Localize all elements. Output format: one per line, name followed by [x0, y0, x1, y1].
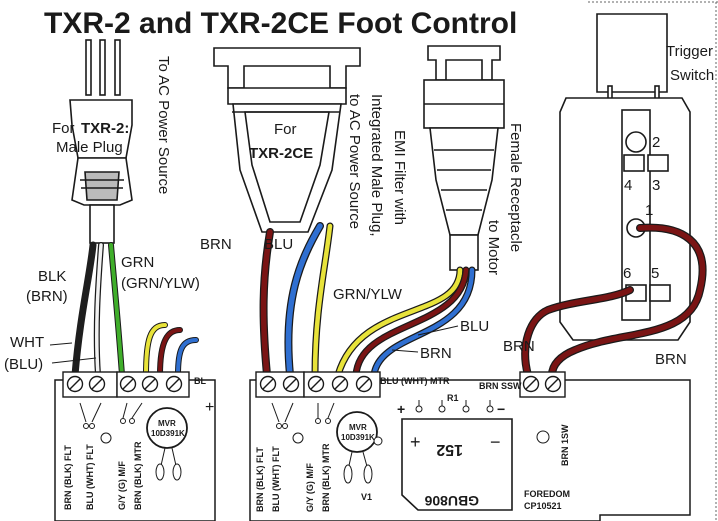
- emi-filter-plug: [213, 47, 361, 233]
- wire-blue-motor: [371, 267, 475, 378]
- wht-leader: [49, 342, 73, 346]
- board-left: MVR 10D391K BL + BRN (BLK) FLT BLU (WHT)…: [54, 371, 216, 521]
- board-right-maker-line1: FOREDOM: [524, 489, 570, 499]
- bridge-plus-inner: +: [410, 432, 421, 452]
- male-plug-for-model: TXR-2:: [81, 120, 129, 137]
- female-receptacle-line2: to Motor: [485, 220, 502, 275]
- bridge-plus-outer: +: [397, 401, 405, 417]
- board-left-plus: +: [205, 399, 214, 416]
- mov-left-line1: MVR: [158, 419, 176, 428]
- mov-right-line1: MVR: [349, 423, 367, 432]
- male-plug: [69, 39, 133, 244]
- brn-motor-label: BRN: [420, 345, 452, 362]
- brn-ce-label: BRN: [200, 236, 232, 253]
- left-cable-wires: [71, 241, 199, 379]
- switch-terminal-6-label: 6: [623, 265, 631, 282]
- emi-label-line2: Integrated Male Plug,: [368, 94, 385, 237]
- switch-terminal-4-label: 4: [624, 177, 632, 194]
- switch-terminal-5-label: 5: [651, 265, 659, 282]
- wire-yellow-ce: [312, 223, 333, 378]
- blu-paren-label: (BLU): [4, 356, 43, 373]
- wire-blue-left-core: [176, 338, 198, 377]
- grn-ylw-paren-label: (GRN/YLW): [121, 275, 200, 292]
- brn-paren-label: (BRN): [26, 288, 68, 305]
- blu-ce-label: BLU: [264, 236, 293, 253]
- wire-black: [71, 241, 97, 379]
- switch-terminal-3-label: 3: [652, 177, 660, 194]
- grn-label: GRN: [121, 254, 154, 271]
- motor-wires: [334, 266, 476, 379]
- bridge-part: GBU806: [424, 493, 479, 509]
- emi-label-line3: to AC Power Source: [346, 94, 363, 229]
- board-right-terminal-2: BLU (WHT) FLT: [271, 446, 281, 512]
- wire-yellow-left-core: [144, 323, 167, 377]
- male-plug-label: Male Plug: [56, 139, 123, 156]
- board-right-maker-line2: CP10521: [524, 501, 562, 511]
- wire-brown-switch-right: [549, 224, 706, 378]
- board-right-brn-1sw: BRN 1SW: [560, 424, 570, 466]
- page-title: TXR-2 and TXR-2CE Foot Control: [44, 7, 517, 40]
- wire-brown-left-core: [158, 328, 182, 377]
- female-receptacle: [423, 45, 505, 271]
- brn-motor-leader: [391, 349, 419, 353]
- wire-yellow-motor: [335, 267, 463, 378]
- blu-paren-leader: [51, 357, 97, 364]
- terminal-3: [647, 154, 669, 172]
- wht-label: WHT: [10, 334, 44, 351]
- board-left-terminal-2: BLU (WHT) FLT: [85, 444, 95, 510]
- wire-brown-ce: [260, 229, 273, 378]
- board-left-terminal-3: G/Y (G) M/F: [117, 461, 127, 510]
- emi-label-line1: EMI Filter with: [391, 130, 408, 225]
- terminal-2: [625, 131, 647, 153]
- wire-brown-switch-left: [522, 287, 633, 378]
- board-right-terminal-4: BRN (BLK) MTR: [321, 443, 331, 512]
- board-left-terminal-4: BRN (BLK) MTR: [133, 441, 143, 510]
- blk-label: BLK: [38, 268, 66, 285]
- wire-white-core: [95, 243, 103, 377]
- txr2ce-for-label: For: [274, 121, 297, 138]
- board-right-terminal-3: G/Y (G) M/F: [305, 463, 315, 512]
- board-right-header-ssw: BRN SSW: [479, 381, 522, 391]
- board-right-r1: R1: [447, 393, 459, 403]
- blu-motor-label: BLU: [460, 318, 489, 335]
- mov-left-line2: 10D391K: [151, 429, 185, 438]
- wire-green-core: [109, 243, 124, 377]
- brn-switch-right-label: BRN: [655, 351, 687, 368]
- wire-brown-motor: [353, 267, 469, 378]
- terminal-4: [623, 154, 645, 172]
- trigger-label-line2: Switch: [670, 67, 714, 84]
- board-left-terminal-1: BRN (BLK) FLT: [63, 445, 73, 510]
- terminal-5: [649, 284, 671, 302]
- board-right-header-mtr: BLU (WHT) MTR: [380, 376, 450, 386]
- blu-motor-leader: [417, 325, 459, 336]
- center-wires: [259, 222, 334, 379]
- board-right-terminal-1: BRN (BLK) FLT: [255, 447, 265, 512]
- wire-blue-ce: [285, 223, 323, 378]
- trigger-label-line1: Trigger: [666, 43, 713, 60]
- board-right-v1: V1: [361, 492, 372, 502]
- grn-ylw-label: GRN/YLW: [333, 286, 403, 303]
- switch-terminal-2-label: 2: [652, 134, 660, 151]
- board-left-edge-label: BL: [194, 376, 206, 386]
- switch-terminal-1-label: 1: [645, 202, 653, 219]
- txr2ce-model-label: TXR-2CE: [249, 145, 313, 162]
- brn-switch-left-label: BRN: [503, 338, 535, 355]
- switch-wires: [521, 223, 707, 379]
- mov-right-line2: 10D391K: [341, 433, 375, 442]
- bridge-value: 152: [436, 441, 463, 458]
- bridge-minus-outer: −: [497, 401, 505, 417]
- bridge-minus-inner: −: [490, 432, 501, 452]
- male-plug-for-prefix: For: [52, 120, 75, 137]
- board-right: + − + − 152 GBU806 BLU (WHT) MTR BRN SSW…: [249, 371, 691, 521]
- female-receptacle-line1: Female Receptacle: [507, 123, 524, 252]
- to-ac-power-source-label: To AC Power Source: [155, 56, 172, 194]
